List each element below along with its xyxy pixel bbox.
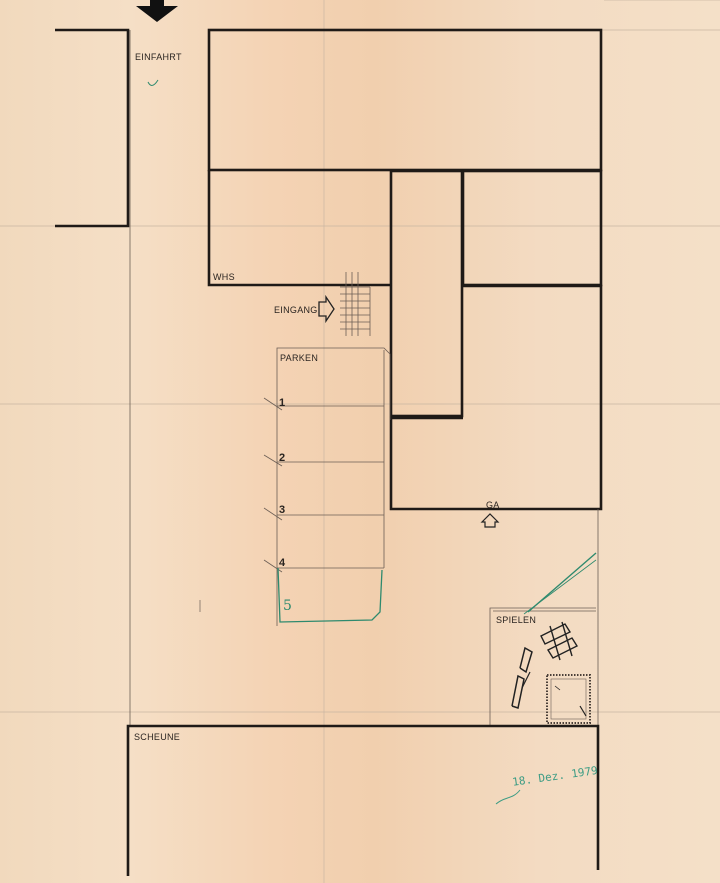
outer-walls [55,28,131,726]
parking-number: 3 [279,504,285,516]
entrance-stairs [340,272,371,336]
entrance-arrow-icon [318,294,335,324]
label-eingang: EINGANG [274,305,318,315]
entry-arrow-icon [136,0,178,22]
parking-area [263,347,391,626]
label-parken: PARKEN [280,353,318,363]
play-area [489,552,597,726]
label-scheune: SCHEUNE [134,732,180,742]
pencil-mark [495,789,521,805]
handwritten-number: 5 [283,598,292,614]
label-whs: WHS [213,272,235,282]
wohnhaus [207,28,603,511]
label-spielen: SPIELEN [496,615,536,625]
date-stamp: 18. Dez. 1979 [511,764,598,789]
parking-number: 4 [279,557,286,569]
pencil-mark [147,79,159,86]
ga-arrow-icon [480,513,500,528]
label-ga: GA [486,500,500,510]
scheune [126,724,600,876]
parking-number: 1 [279,397,285,409]
label-einfahrt: EINFAHRT [135,52,182,62]
parking-number: 2 [279,452,285,464]
